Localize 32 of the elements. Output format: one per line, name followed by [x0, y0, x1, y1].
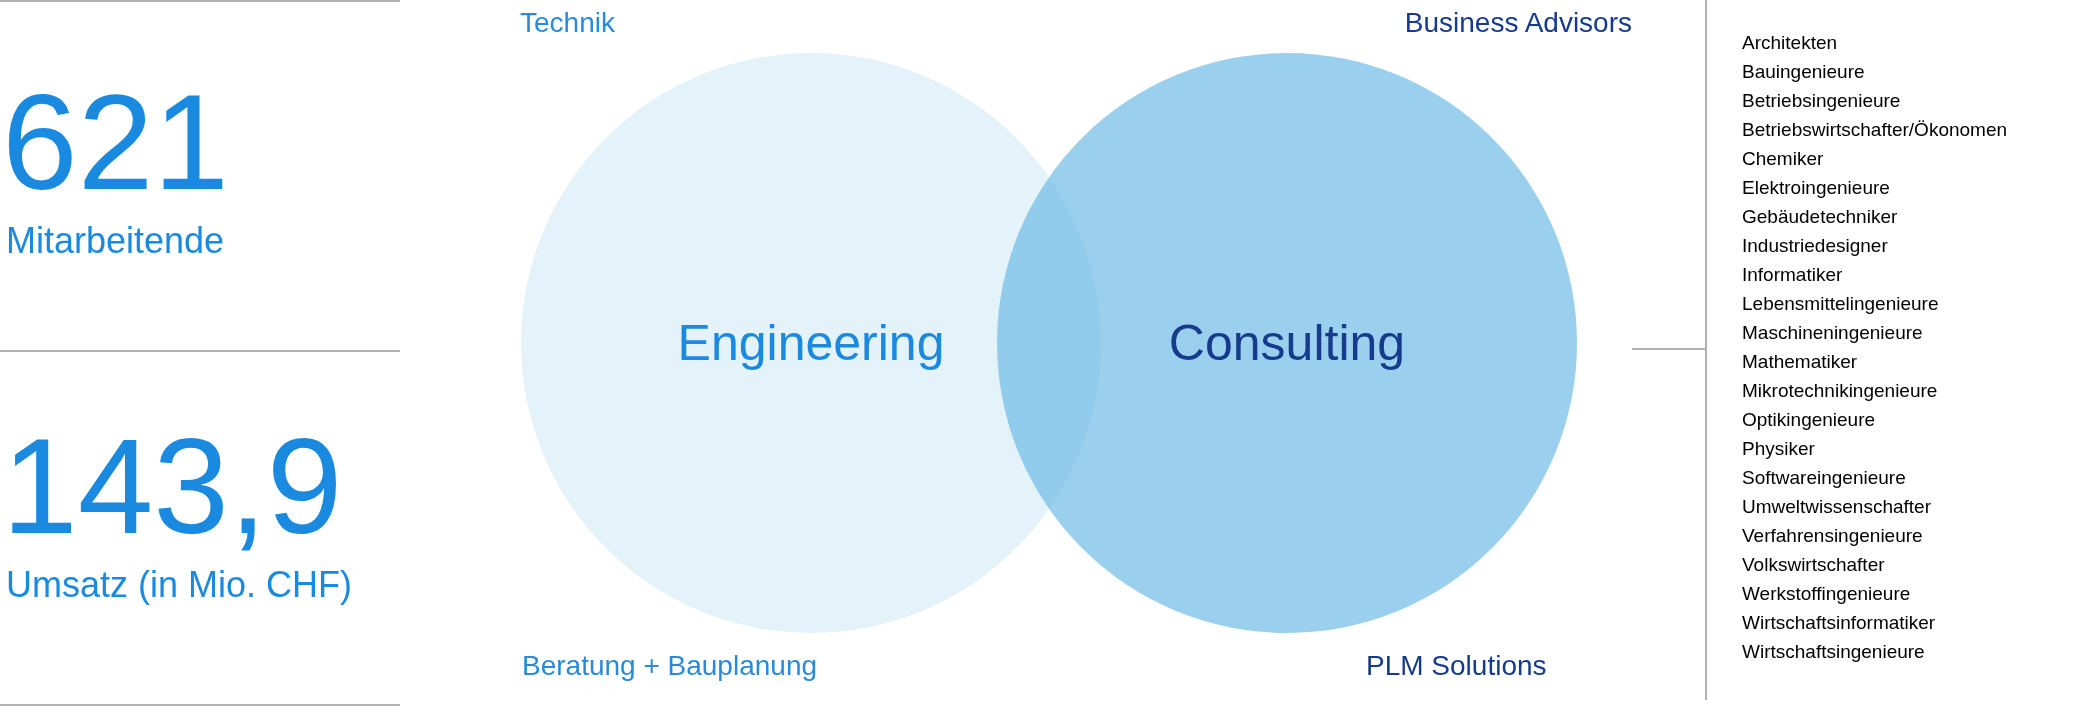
circle-label: Engineering — [677, 314, 945, 373]
area-label: Beratung + Bauplanung — [522, 649, 818, 683]
profession-item: Maschineningenieure — [1742, 321, 1924, 345]
profession-item: Architekten — [1742, 31, 1839, 55]
profession-item: Wirtschaftsinformatiker — [1742, 611, 1937, 635]
area-label: Business Advisors — [1404, 6, 1632, 40]
stat-value: 143,9 — [2, 418, 343, 554]
profession-item: Mathematiker — [1742, 350, 1859, 374]
profession-item: Volkswirtschafter — [1742, 553, 1886, 577]
profession-item: Wirtschaftsingenieure — [1742, 640, 1926, 664]
stat-label: Mitarbeitende — [6, 219, 225, 263]
profession-item: Industriedesigner — [1742, 234, 1889, 258]
circle-label: Consulting — [1168, 314, 1406, 373]
profession-item: Betriebswirtschafter/Ökonomen — [1742, 118, 2008, 142]
area-label: Technik — [520, 6, 615, 40]
profession-item: Gebäudetechniker — [1742, 205, 1899, 229]
profession-item: Elektroingenieure — [1742, 176, 1891, 200]
stat-label: Umsatz (in Mio. CHF) — [6, 563, 352, 607]
area-label: PLM Solutions — [1366, 649, 1547, 683]
stat-value: 621 — [2, 74, 229, 210]
profession-item: Optikingenieure — [1742, 408, 1877, 432]
profession-item: Softwareingenieure — [1742, 466, 1907, 490]
profession-item: Werkstoffingenieure — [1742, 582, 1912, 606]
profession-item: Chemiker — [1742, 147, 1825, 171]
profession-item: Betriebsingenieure — [1742, 89, 1902, 113]
profession-item: Umweltwissenschafter — [1742, 495, 1932, 519]
profession-item: Informatiker — [1742, 263, 1844, 287]
profession-item: Mikrotechnikingenieure — [1742, 379, 1939, 403]
profession-item: Lebensmittelingenieure — [1742, 292, 1940, 316]
profession-item: Physiker — [1742, 437, 1816, 461]
profession-item: Bauingenieure — [1742, 60, 1866, 84]
profession-item: Verfahrensingenieure — [1742, 524, 1924, 548]
